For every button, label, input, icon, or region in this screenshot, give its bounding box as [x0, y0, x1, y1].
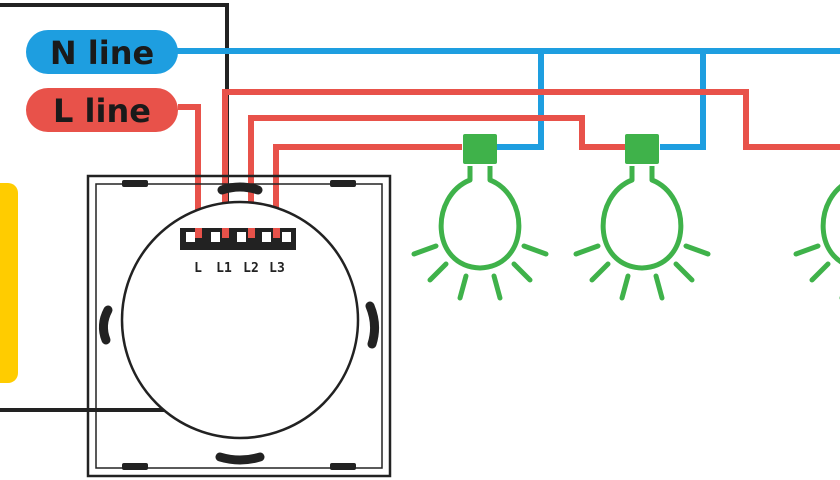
- terminal-label-L3: L3: [269, 261, 285, 276]
- light-bulb-icon: [573, 134, 711, 301]
- wall-switch-panel: L L1 L2 L3: [86, 174, 392, 478]
- terminal-block: [180, 228, 296, 250]
- live-wire-L: [178, 104, 201, 232]
- live-wire-L1: [222, 89, 840, 232]
- yellow-accent-block: [0, 183, 18, 383]
- light-bulb-icon: [411, 134, 549, 301]
- switch-mounting-circle: [120, 200, 360, 440]
- neutral-label: N line: [50, 34, 154, 72]
- live-label-pill: L line: [26, 88, 178, 132]
- terminal-label-L2: L2: [243, 261, 259, 276]
- terminal-label-L1: L1: [216, 261, 232, 276]
- live-label: L line: [53, 92, 151, 130]
- live-wire-L2: [248, 115, 626, 232]
- switch-outer-frame: [86, 174, 392, 478]
- live-wire-L3: [273, 144, 462, 232]
- live-wires: [178, 89, 840, 232]
- neutral-wire: [175, 48, 840, 150]
- light-bulb-icon: [793, 184, 840, 300]
- neutral-label-pill: N line: [26, 30, 178, 74]
- terminal-label-L: L: [194, 261, 202, 276]
